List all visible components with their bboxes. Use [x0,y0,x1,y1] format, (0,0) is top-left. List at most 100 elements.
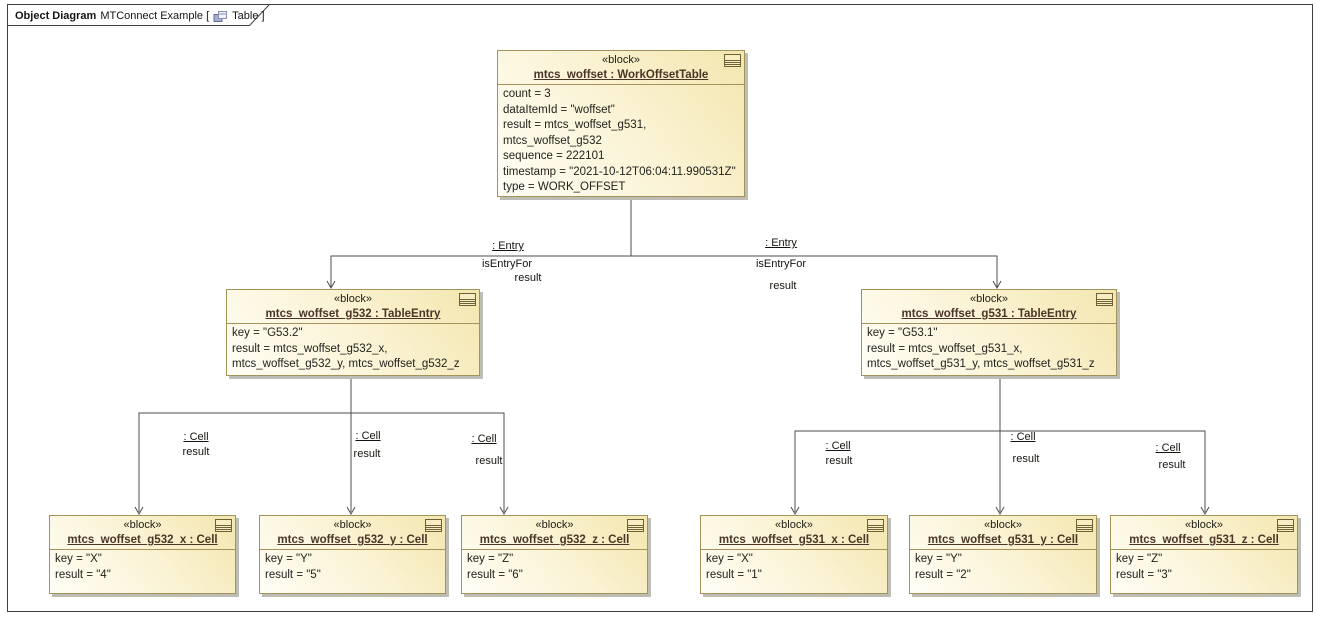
attributes-compartment: key = "Y" result = "2" [910,550,1096,583]
cell-end-label-g531-z[interactable]: result [1158,459,1186,471]
attribute-line: timestamp = "2021-10-12T06:04:11.990531Z… [503,165,736,178]
block-mtcs-woffset[interactable]: «block» mtcs_woffset : WorkOffsetTable c… [497,50,745,197]
cell-end-label-g531-y[interactable]: result [1012,453,1040,465]
attributes-compartment: key = "Z" result = "3" [1111,550,1297,583]
compartment-icon [867,519,884,532]
block-header: «block» mtcs_woffset_g531_y : Cell [910,516,1096,550]
cell-role-label-g532-y[interactable]: : Cell [355,430,381,442]
attributes-compartment: key = "Z" result = "6" [462,550,647,583]
attribute-line: key = "X" [55,553,102,565]
attribute-line: dataItemId = "woffset" [503,103,615,116]
block-name: mtcs_woffset_g532 : TableEntry [265,308,441,320]
attribute-line: key = "G53.1" [867,327,938,339]
stereotype-label: «block» [970,293,1008,305]
attribute-line: mtcs_woffset_g531_y, mtcs_woffset_g531_z [867,358,1095,370]
block-header: «block» mtcs_woffset_g532_x : Cell [50,516,235,550]
attribute-line: mtcs_woffset_g532 [503,134,602,147]
attribute-line: key = "Y" [265,553,312,565]
stereotype-label: «block» [775,519,813,531]
block-mtcs-woffset-g532-y[interactable]: «block» mtcs_woffset_g532_y : Cell key =… [259,515,446,594]
diagram-type-icon [213,10,228,22]
attributes-compartment: count = 3 dataItemId = "woffset" result … [498,85,744,196]
attribute-line: key = "G53.2" [232,327,303,339]
block-header: «block» mtcs_woffset_g531_x : Cell [701,516,887,550]
entry-end-label-g532[interactable]: result [514,272,542,284]
cell-role-label-g531-y[interactable]: : Cell [1010,431,1036,443]
block-header: «block» mtcs_woffset_g531_z : Cell [1111,516,1297,550]
block-name: mtcs_woffset_g531_y : Cell [927,534,1079,546]
block-mtcs-woffset-g531[interactable]: «block» mtcs_woffset_g531 : TableEntry k… [861,289,1117,376]
stereotype-label: «block» [984,519,1022,531]
attribute-line: count = 3 [503,88,551,100]
block-name: mtcs_woffset_g531_x : Cell [718,534,870,546]
stereotype-label: «block» [1185,519,1223,531]
entry-property-label-g531[interactable]: isEntryFor [755,258,807,270]
compartment-icon [425,519,442,532]
compartment-icon [1096,293,1113,306]
attribute-line: result = "1" [706,568,762,581]
compartment-icon [215,519,232,532]
block-name: mtcs_woffset_g532_x : Cell [67,534,218,546]
attribute-line: key = "Y" [915,553,962,565]
diagram-kind-label: Object Diagram [15,10,97,22]
block-mtcs-woffset-g531-z[interactable]: «block» mtcs_woffset_g531_z : Cell key =… [1110,515,1298,594]
block-header: «block» mtcs_woffset : WorkOffsetTable [498,51,744,85]
block-mtcs-woffset-g532-z[interactable]: «block» mtcs_woffset_g532_z : Cell key =… [461,515,648,594]
cell-end-label-g532-z[interactable]: result [475,455,503,467]
block-header: «block» mtcs_woffset_g532_z : Cell [462,516,647,550]
diagram-tab-title: Object Diagram MTConnect Example [ Table… [15,8,265,24]
attribute-line: type = WORK_OFFSET [503,181,626,193]
cell-role-label-g531-x[interactable]: : Cell [825,440,851,452]
entry-property-label-g532[interactable]: isEntryFor [481,258,533,270]
cell-role-label-g532-z[interactable]: : Cell [471,433,497,445]
cell-end-label-g531-x[interactable]: result [825,455,853,467]
diagram-tab [7,4,271,26]
attribute-line: key = "Z" [467,553,514,565]
stereotype-label: «block» [602,54,640,66]
block-name: mtcs_woffset_g532_y : Cell [277,534,428,546]
attribute-line: sequence = 222101 [503,150,605,162]
attribute-line: result = "6" [467,568,523,581]
attribute-line: result = mtcs_woffset_g531_x, [867,342,1023,355]
attribute-line: result = "3" [1116,568,1172,581]
block-mtcs-woffset-g531-x[interactable]: «block» mtcs_woffset_g531_x : Cell key =… [700,515,888,594]
stereotype-label: «block» [333,519,372,531]
attributes-compartment: key = "X" result = "4" [50,550,235,583]
attribute-line: result = "2" [915,568,971,581]
entry-role-label-g532[interactable]: : Entry [492,240,524,252]
stereotype-label: «block» [334,293,372,305]
compartment-icon [459,293,476,306]
attribute-line: result = mtcs_woffset_g531, [503,119,647,131]
block-mtcs-woffset-g532-x[interactable]: «block» mtcs_woffset_g532_x : Cell key =… [49,515,236,594]
stereotype-label: «block» [535,519,574,531]
attribute-line: result = "5" [265,568,321,581]
diagram-name-label: MTConnect Example [ [100,10,210,22]
diagram-context-label: Table ] [232,10,265,22]
compartment-icon [1076,519,1093,532]
block-name: mtcs_woffset_g531_z : Cell [1129,534,1279,546]
attribute-line: key = "X" [706,553,753,565]
attribute-line: result = "4" [55,568,111,581]
block-mtcs-woffset-g531-y[interactable]: «block» mtcs_woffset_g531_y : Cell key =… [909,515,1097,594]
cell-role-label-g532-x[interactable]: : Cell [183,431,209,443]
attribute-line: result = mtcs_woffset_g532_x, [232,342,388,355]
cell-end-label-g532-y[interactable]: result [353,448,381,460]
stereotype-label: «block» [123,519,162,531]
cell-role-label-g531-z[interactable]: : Cell [1155,442,1181,454]
compartment-icon [1277,519,1294,532]
compartment-icon [724,54,741,67]
block-header: «block» mtcs_woffset_g532 : TableEntry [227,290,479,324]
block-name: mtcs_woffset_g531 : TableEntry [901,308,1077,320]
attribute-line: key = "Z" [1116,553,1163,565]
attributes-compartment: key = "Y" result = "5" [260,550,445,583]
block-header: «block» mtcs_woffset_g531 : TableEntry [862,290,1116,324]
entry-end-label-g531[interactable]: result [769,280,797,292]
entry-role-label-g531[interactable]: : Entry [765,237,797,249]
block-mtcs-woffset-g532[interactable]: «block» mtcs_woffset_g532 : TableEntry k… [226,289,480,376]
attributes-compartment: key = "G53.1" result = mtcs_woffset_g531… [862,324,1116,373]
cell-end-label-g532-x[interactable]: result [182,446,210,458]
attribute-line: mtcs_woffset_g532_y, mtcs_woffset_g532_z [232,358,460,370]
block-name: mtcs_woffset_g532_z : Cell [479,534,630,546]
attributes-compartment: key = "G53.2" result = mtcs_woffset_g532… [227,324,479,373]
